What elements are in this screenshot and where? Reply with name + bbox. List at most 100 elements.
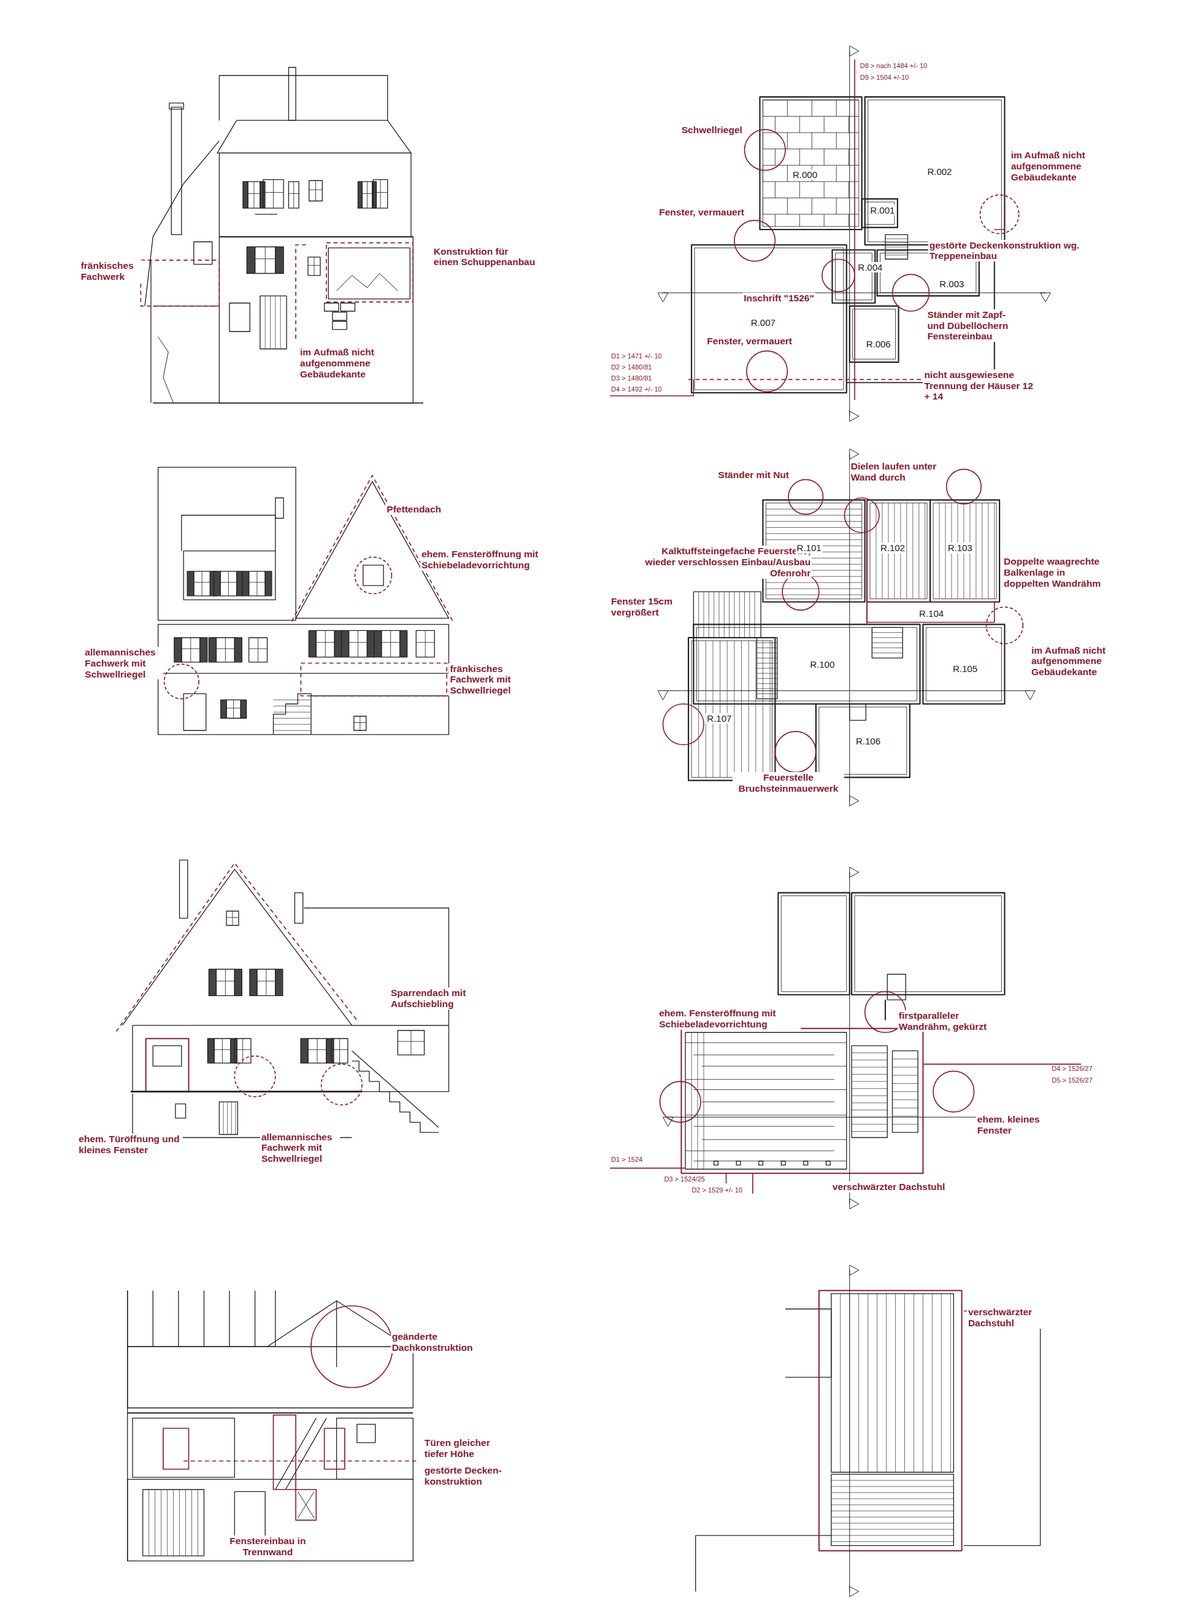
plank (705, 640, 707, 778)
stair (885, 234, 909, 259)
window (361, 181, 373, 208)
annotation-label: Schwellriegel (680, 124, 744, 136)
window-bar (215, 980, 235, 982)
wall (127, 1346, 413, 1408)
plank (744, 591, 745, 638)
plank (701, 1065, 847, 1067)
highlight-frame (146, 1038, 189, 1091)
annotation-label: fränkisches Fachwerk (79, 260, 143, 283)
plank (876, 1293, 878, 1472)
marker-circle (663, 703, 704, 745)
plank (756, 642, 777, 643)
plank (273, 717, 312, 719)
plank (756, 682, 777, 684)
window (226, 699, 241, 718)
annotation-label: Doppelte waagrechte Balkenlage in doppel… (1002, 555, 1110, 589)
window (249, 571, 266, 596)
highlight-frame (681, 1028, 923, 1174)
door (219, 1101, 238, 1134)
window-bar (233, 699, 234, 718)
window-bar (249, 647, 268, 649)
highlight-line (116, 862, 358, 1031)
plank (885, 242, 909, 243)
stone-joint (799, 181, 801, 199)
rubble (158, 336, 174, 404)
room-number: R.006 (865, 338, 893, 350)
plank (756, 688, 777, 690)
section-marker (849, 795, 859, 807)
plank (939, 503, 940, 599)
highlight-line (295, 244, 307, 340)
plank (871, 642, 903, 643)
shutter (230, 1038, 238, 1063)
outline (695, 1534, 832, 1536)
post (781, 1160, 786, 1166)
plank (851, 1095, 888, 1096)
window-bar (315, 641, 335, 643)
window (354, 716, 367, 731)
plank (756, 662, 777, 664)
wall (158, 466, 296, 620)
chimney-cap (169, 103, 184, 110)
shutter (240, 699, 247, 718)
window-bar (201, 571, 203, 596)
annotation-label: gestörte Deckenkonstruktion wg. Treppene… (928, 239, 1082, 262)
plank (851, 1052, 888, 1053)
shutter (260, 181, 266, 208)
wall (831, 249, 875, 303)
annotation-label: ehem. kleines Fenster (976, 1113, 1050, 1136)
plank (892, 1090, 919, 1092)
annotation-label: Konstruktion für einen Schuppenanbau (432, 246, 537, 269)
annotation-label: Fenster, vermauert (705, 335, 794, 347)
marker-circle (844, 497, 880, 533)
annotation-label: Inschrift "1526" (742, 292, 816, 304)
gable (122, 868, 352, 1025)
plank (892, 1058, 919, 1059)
room-number: R.100 (808, 658, 836, 670)
shutter (341, 630, 350, 657)
highlight-line (854, 58, 856, 400)
window (349, 630, 368, 657)
leader-line (752, 1173, 754, 1194)
drawing-group (116, 46, 1082, 1597)
chimney (275, 497, 284, 518)
section-marker (849, 866, 859, 878)
highlight-frame (819, 1290, 963, 1551)
annotation-label: im Aufmaß nicht aufgenommene Gebäudekant… (298, 346, 383, 380)
shutter (234, 637, 242, 663)
window-bar (247, 193, 261, 194)
dating-note: D4 > 1492 +/- 10 (609, 385, 664, 394)
annotation-label: Türen gleicher tiefer Höhe (423, 1436, 505, 1460)
plank (851, 1073, 888, 1075)
plank (693, 1125, 834, 1127)
wall (854, 895, 1002, 992)
plank (871, 647, 903, 648)
annotation-label: Ständer mit Zapf- und Dübellöchern Fenst… (925, 309, 1022, 342)
window-bar (288, 193, 299, 194)
plank (728, 591, 730, 638)
annotation-label: verschwärzter Dachstuhl (966, 1306, 1045, 1329)
shutter (334, 630, 342, 657)
marker-circle (164, 663, 200, 699)
stone-joint (848, 181, 850, 199)
window-cross (297, 1490, 315, 1518)
room-number: R.103 (946, 542, 974, 553)
wall (693, 623, 920, 704)
post (758, 1160, 764, 1166)
wall (866, 500, 931, 602)
wall (852, 309, 896, 359)
window-bar (214, 1049, 231, 1050)
roof (144, 140, 220, 306)
plank (727, 640, 728, 778)
shutter (234, 968, 242, 996)
stone-joint (836, 165, 837, 182)
wall (930, 500, 1000, 602)
wall (158, 623, 450, 674)
shutter (275, 246, 284, 274)
plank (197, 1489, 199, 1556)
window (331, 1038, 348, 1063)
door (183, 693, 207, 731)
plank (693, 1089, 847, 1090)
marker-circle (734, 220, 775, 261)
plank (269, 295, 271, 349)
